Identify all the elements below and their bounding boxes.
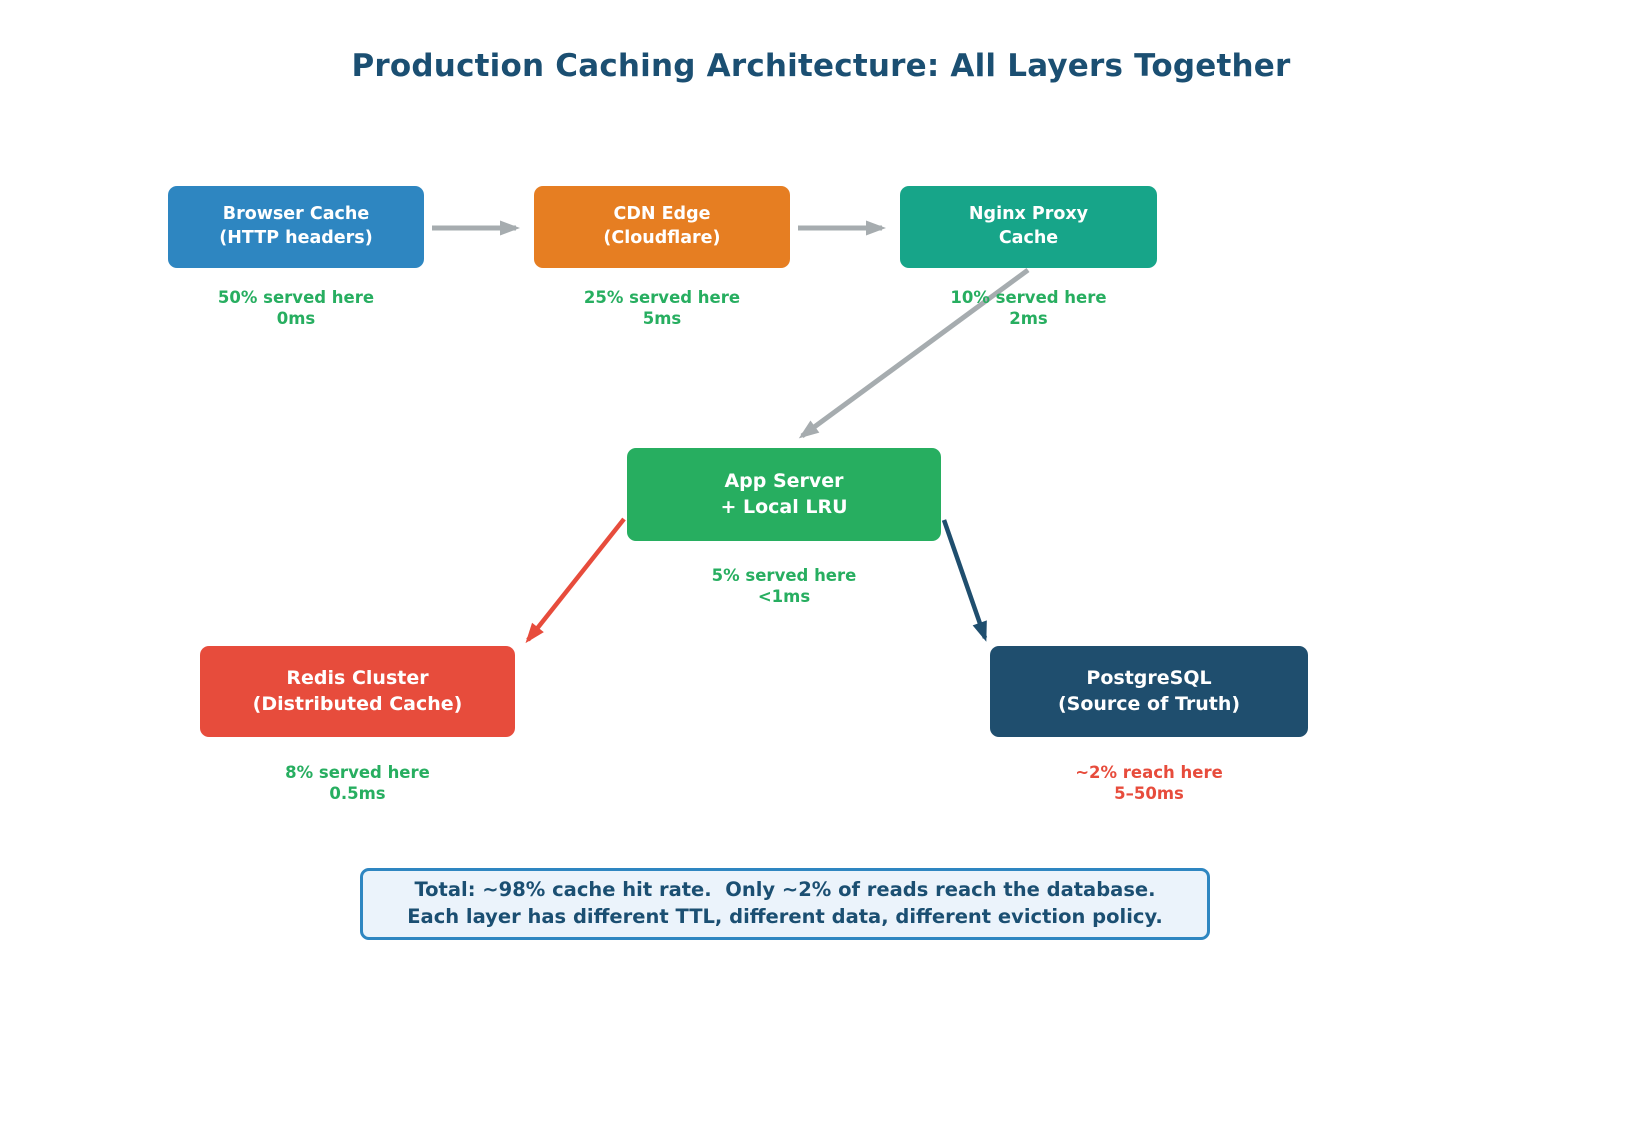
node-title: Nginx Proxy [968, 204, 1089, 225]
node-title: App Server [724, 469, 844, 492]
arrow-app-to-postgres [941, 519, 988, 642]
page-title: Production Caching Architecture: All Lay… [351, 48, 1291, 84]
arrow-app-to-redis [525, 517, 626, 644]
stat-nginx-proxy-cache: 10% served here 2ms [900, 287, 1157, 329]
summary-line-1: Total: ~98% cache hit rate. Only ~2% of … [414, 878, 1156, 901]
stat-latency: <1ms [757, 587, 811, 606]
stat-browser-cache: 50% served here 0ms [168, 287, 424, 329]
stat-percent: 8% served here [285, 763, 430, 782]
stat-percent: 5% served here [711, 566, 857, 585]
stat-latency: 0ms [276, 309, 316, 328]
node-app-server: App Server + Local LRU [627, 448, 941, 541]
stat-app-server: 5% served here <1ms [627, 565, 941, 607]
stat-latency: 2ms [1009, 309, 1048, 328]
node-redis-cluster: Redis Cluster (Distributed Cache) [200, 646, 515, 737]
stat-latency: 5ms [642, 309, 682, 328]
stat-percent: ~2% reach here [1075, 763, 1223, 782]
node-title: Redis Cluster [286, 666, 429, 689]
node-subtitle: (Distributed Cache) [252, 692, 463, 715]
stat-cdn-edge: 25% served here 5ms [534, 287, 790, 329]
node-postgresql: PostgreSQL (Source of Truth) [990, 646, 1308, 737]
node-browser-cache: Browser Cache (HTTP headers) [168, 186, 424, 268]
node-subtitle: (Cloudflare) [603, 228, 721, 248]
node-title: CDN Edge [613, 204, 711, 225]
stat-percent: 10% served here [950, 288, 1107, 307]
node-subtitle: + Local LRU [720, 495, 848, 518]
stat-percent: 50% served here [217, 288, 375, 307]
stat-redis-cluster: 8% served here 0.5ms [200, 762, 515, 804]
summary-line-2: Each layer has different TTL, different … [407, 905, 1163, 928]
stat-latency: 5–50ms [1114, 784, 1184, 803]
stat-postgresql: ~2% reach here 5–50ms [990, 762, 1308, 804]
node-subtitle: (HTTP headers) [219, 228, 373, 248]
stat-latency: 0.5ms [329, 784, 386, 803]
node-subtitle: (Source of Truth) [1057, 692, 1241, 715]
node-title: Browser Cache [222, 204, 370, 225]
stat-percent: 25% served here [583, 288, 741, 307]
summary-box: Total: ~98% cache hit rate. Only ~2% of … [360, 868, 1210, 940]
node-title: PostgreSQL [1086, 666, 1212, 689]
node-cdn-edge: CDN Edge (Cloudflare) [534, 186, 790, 268]
node-subtitle: Cache [998, 228, 1059, 248]
node-nginx-proxy-cache: Nginx Proxy Cache [900, 186, 1157, 268]
